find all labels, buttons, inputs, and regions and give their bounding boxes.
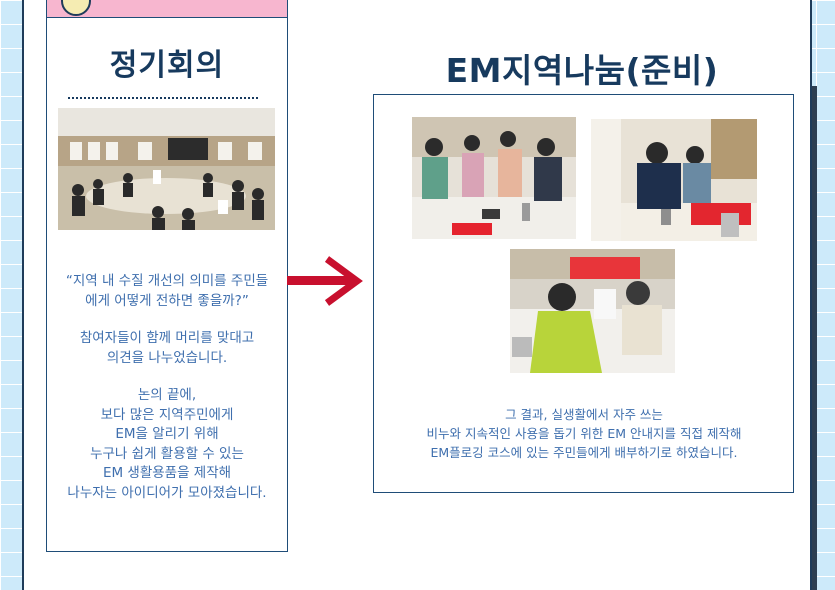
soap-making-photo-2 [591, 119, 757, 241]
meeting-line: EM을 알리기 위해 [115, 426, 219, 442]
soap-making-photo-3 [510, 249, 675, 373]
em-sharing-line: 그 결과, 실생활에서 자주 쓰는 [505, 407, 663, 422]
meeting-line: 누구나 쉽게 활용할 수 있는 [90, 445, 244, 462]
meeting-line: 의견을 나누었습니다. [106, 349, 228, 366]
meeting-line: 참여자들이 함께 머리를 맞대고 [79, 330, 255, 346]
meeting-line: EM 생활용품을 제작해 [102, 465, 232, 481]
meeting-description: “지역 내 수질 개선의 의미를 주민들 에게 어떻게 전하면 좋을까?” 참여… [48, 272, 286, 521]
soap-making-photo-1 [412, 117, 576, 239]
meeting-paragraph-2: 참여자들이 함께 머리를 맞대고 의견을 나누었습니다. [48, 329, 286, 368]
right-arrow-icon [287, 256, 365, 306]
em-sharing-title: EM지역나눔(준비) [445, 51, 719, 90]
meeting-line: 보다 많은 지역주민에게 [100, 406, 234, 423]
card-header-bar [47, 0, 287, 18]
dotted-divider [68, 97, 258, 99]
em-sharing-line: EM플로깅 코스에 있는 주민들에게 배부하기로 하였습니다. [430, 445, 738, 460]
meeting-paragraph-3: 논의 끝에, 보다 많은 지역주민에게 EM을 알리기 위해 누구나 쉽게 활용… [48, 386, 286, 503]
em-sharing-description: 그 결과, 실생활에서 자주 쓰는 비누와 지속적인 사용을 돕기 위한 EM … [376, 405, 792, 462]
meeting-title: 정기회의 [109, 48, 225, 83]
em-sharing-line: 비누와 지속적인 사용을 돕기 위한 EM 안내지를 직접 제작해 [426, 426, 742, 441]
meeting-line: 나누자는 아이디어가 모아졌습니다. [67, 484, 267, 501]
meeting-paragraph-1: “지역 내 수질 개선의 의미를 주민들 에게 어떻게 전하면 좋을까?” [48, 272, 286, 311]
meeting-line: “지역 내 수질 개선의 의미를 주민들 [65, 273, 269, 289]
meeting-photo [58, 108, 275, 230]
meeting-card [46, 0, 288, 552]
meeting-line: 에게 어떻게 전하면 좋을까?” [85, 292, 249, 309]
meeting-line: 논의 끝에, [137, 387, 197, 403]
panel-shadow [812, 86, 817, 590]
